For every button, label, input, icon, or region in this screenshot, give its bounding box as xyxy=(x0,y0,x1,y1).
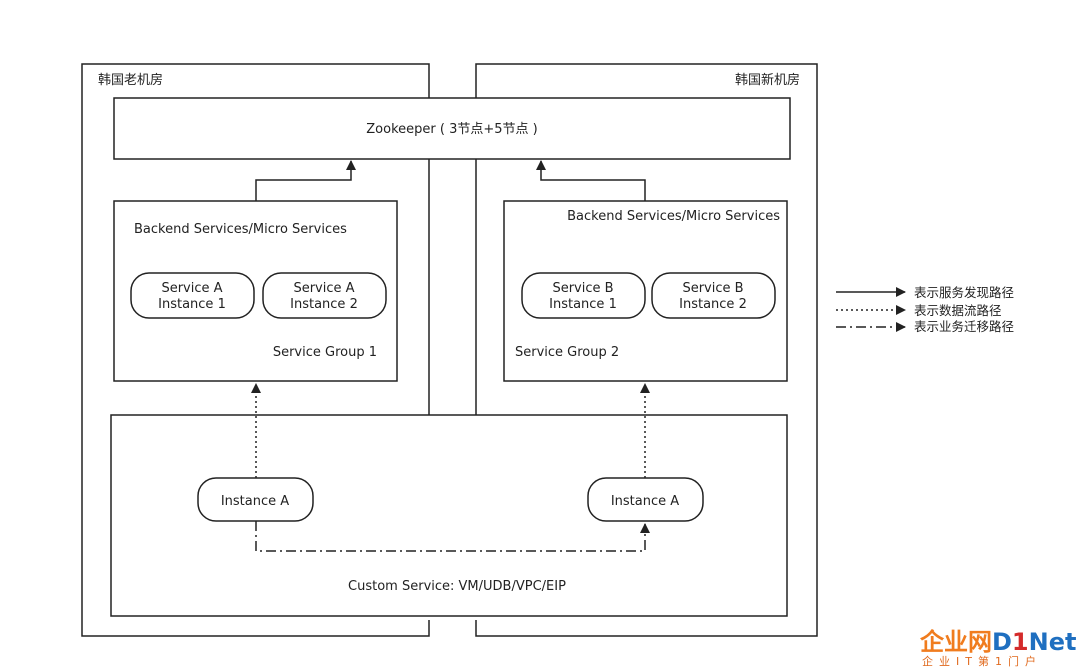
service-b-instance-2-line1: Service B xyxy=(682,281,743,296)
service-b-instance-1-pill xyxy=(521,272,646,319)
zookeeper-label: Zookeeper ( 3节点+5节点 ) xyxy=(366,122,537,137)
instance-a-left-label: Instance A xyxy=(221,494,289,509)
service-a-instance-2-line2: Instance 2 xyxy=(290,297,358,312)
service-a-instance-1-pill xyxy=(130,272,255,319)
custom-service-label: Custom Service: VM/UDB/VPC/EIP xyxy=(348,579,566,594)
service-b-instance-1-line1: Service B xyxy=(552,281,613,296)
zookeeper-box xyxy=(113,97,791,160)
migration-arrow xyxy=(255,521,650,552)
old-datacenter-outline xyxy=(81,63,430,637)
watermark-cn: 企业网 xyxy=(920,628,992,656)
old-datacenter-label: 韩国老机房 xyxy=(98,72,163,88)
legend-dotted-label: 表示数据流路径 xyxy=(914,303,1002,318)
watermark-subtitle: 企业IT第1门户 xyxy=(922,654,1042,668)
legend: 表示服务发现路径 表示数据流路径 表示业务迁移路径 xyxy=(836,285,1014,334)
service-group-1-label: Service Group 1 xyxy=(273,345,377,360)
service-b-instance-2-pill xyxy=(651,272,776,319)
discovery-arrow-right xyxy=(536,160,646,201)
watermark-title: 企业网D1Net xyxy=(920,628,1076,656)
service-a-instance-1-line1: Service A xyxy=(161,281,222,296)
watermark-net: Net xyxy=(1029,628,1077,656)
new-datacenter-label: 韩国新机房 xyxy=(735,72,800,88)
service-b-instance-1-line2: Instance 1 xyxy=(549,297,617,312)
service-a-instance-2-pill xyxy=(262,272,387,319)
new-datacenter-outline xyxy=(475,63,818,637)
watermark-d: D xyxy=(992,628,1012,656)
service-a-instance-1-line2: Instance 1 xyxy=(158,297,226,312)
service-b-instance-2-line2: Instance 2 xyxy=(679,297,747,312)
service-group-2-label: Service Group 2 xyxy=(515,345,619,360)
discovery-arrow-left xyxy=(255,160,356,201)
instance-a-right-label: Instance A xyxy=(611,494,679,509)
watermark-one: 1 xyxy=(1012,628,1029,656)
service-a-instance-2-line1: Service A xyxy=(293,281,354,296)
watermark-logo: 企业网D1Net 企业IT第1门户 xyxy=(920,628,1076,668)
backend-services-right-title: Backend Services/Micro Services xyxy=(567,209,780,224)
backend-services-left-title: Backend Services/Micro Services xyxy=(134,222,347,237)
legend-dashdot-label: 表示业务迁移路径 xyxy=(914,319,1014,334)
legend-solid-label: 表示服务发现路径 xyxy=(914,285,1014,300)
